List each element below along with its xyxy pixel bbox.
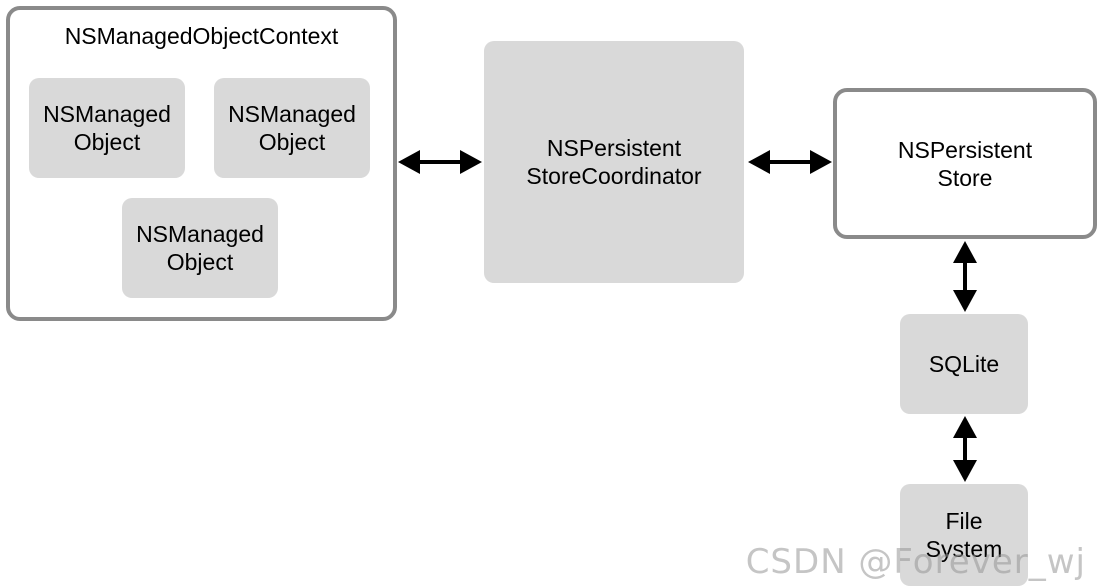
context-title: NSManagedObjectContext bbox=[64, 23, 339, 49]
managed-object-2: NSManaged Object bbox=[214, 78, 370, 178]
watermark: CSDN @Forever_wj bbox=[745, 542, 1086, 582]
store-label: NSPersistent Store bbox=[897, 136, 1033, 191]
persistent-store-coordinator: NSPersistent StoreCoordinator bbox=[484, 41, 744, 283]
managed-object-2-label: NSManaged Object bbox=[228, 101, 356, 155]
managed-object-1-label: NSManaged Object bbox=[43, 101, 171, 155]
sqlite: SQLite bbox=[900, 314, 1028, 414]
arrow-store-sqlite bbox=[953, 241, 977, 312]
file-system-label: File System bbox=[925, 508, 1003, 562]
managed-object-3-label: NSManaged Object bbox=[136, 221, 264, 275]
arrow-sqlite-filesystem bbox=[953, 416, 977, 482]
coordinator-label: NSPersistent StoreCoordinator bbox=[526, 135, 702, 189]
persistent-store: NSPersistent Store bbox=[833, 88, 1097, 239]
arrow-context-coordinator bbox=[398, 150, 482, 174]
sqlite-label: SQLite bbox=[928, 351, 1000, 377]
managed-object-3: NSManaged Object bbox=[122, 198, 278, 298]
file-system: File System bbox=[900, 484, 1028, 586]
managed-object-1: NSManaged Object bbox=[29, 78, 185, 178]
arrow-coordinator-store bbox=[748, 150, 832, 174]
